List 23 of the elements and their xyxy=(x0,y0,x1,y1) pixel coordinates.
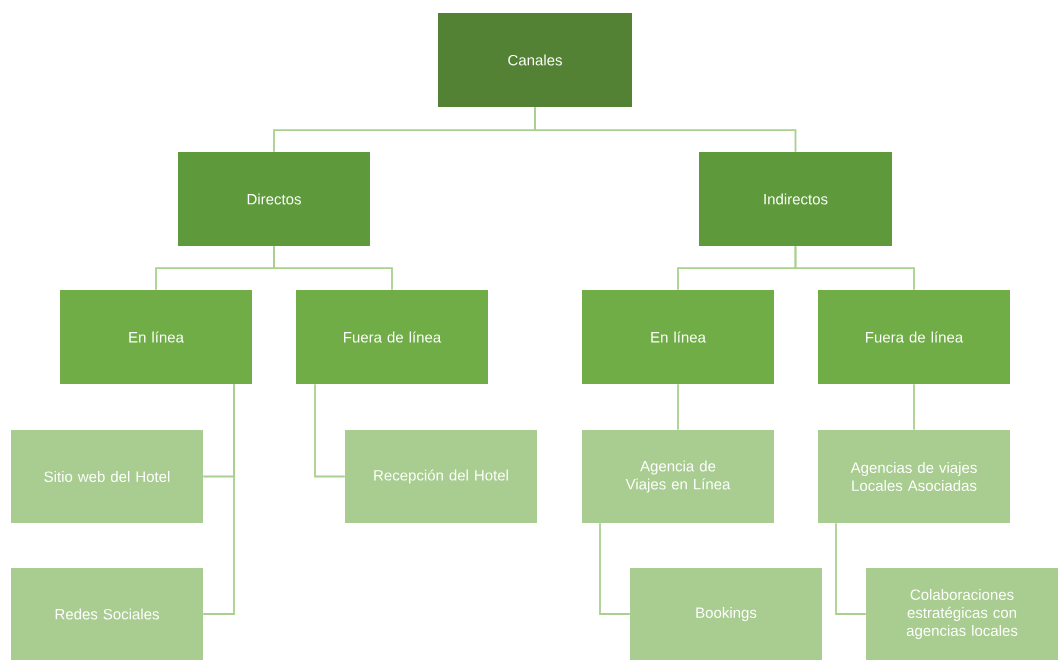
connector-line xyxy=(534,106,797,153)
connector-line xyxy=(794,245,915,291)
category-box: En línea xyxy=(582,290,774,384)
connector-line xyxy=(202,383,235,615)
item-box: Agencia de Viajes en Línea xyxy=(582,430,774,523)
connector-line xyxy=(314,383,346,478)
item-box: Agencias de viajes Locales Asociadas xyxy=(818,430,1010,523)
connector-line xyxy=(913,383,915,431)
connector-line xyxy=(599,522,631,615)
item-box: Recepción del Hotel xyxy=(345,430,537,523)
connector-line xyxy=(677,383,679,431)
connector-line xyxy=(273,245,393,291)
category-box: Canales xyxy=(438,13,632,107)
category-box: Directos xyxy=(178,152,370,246)
connector-line xyxy=(835,522,867,615)
item-box: Colaboraciones estratégicas con agencias locales xyxy=(866,568,1058,660)
category-box: Fuera de línea xyxy=(296,290,488,384)
item-box: Redes Sociales xyxy=(11,568,203,660)
category-box: Indirectos xyxy=(699,152,892,246)
item-box: Sitio web del Hotel xyxy=(11,430,203,523)
category-box: Fuera de línea xyxy=(818,290,1010,384)
item-box: Bookings xyxy=(630,568,822,660)
category-box: En línea xyxy=(60,290,252,384)
